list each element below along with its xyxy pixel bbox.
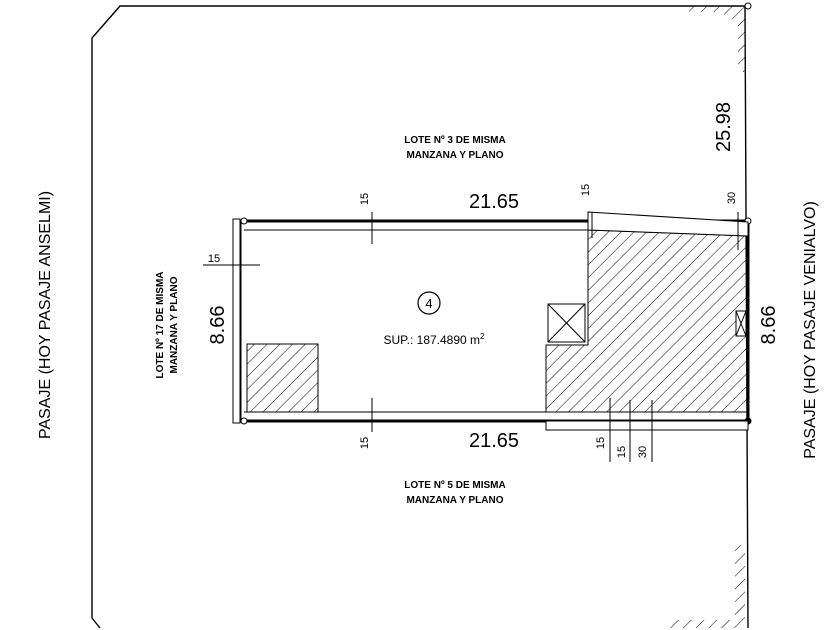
lot-number: 4 — [425, 296, 432, 311]
lot-number-circle — [417, 291, 441, 315]
neighbor-left-line2: MANZANA Y PLANO — [169, 276, 180, 373]
offset-top-right: 30 — [726, 192, 738, 204]
offset-top-left: 15 — [359, 193, 371, 205]
offset-left: 15 — [208, 253, 220, 265]
dim-left-width: 8.66 — [207, 306, 229, 345]
lot-left-band — [232, 218, 241, 424]
neighbor-left-line1: LOTE Nº 17 DE MISMA — [155, 272, 166, 379]
corner-hatch-bottom — [670, 545, 745, 628]
neighbor-top-line2: MANZANA Y PLANO — [406, 150, 503, 161]
dim-top-length: 21.65 — [469, 191, 519, 213]
neighbor-bottom-line2: MANZANA Y PLANO — [406, 495, 503, 506]
corner-marker — [744, 2, 752, 10]
street-left-label: PASAJE (HOY PASAJE ANSELMI) — [37, 191, 54, 439]
offset-top-mid: 15 — [580, 184, 592, 196]
lot-area-text: SUP.: 187.4890 m — [384, 333, 481, 347]
offset-bottom-left: 15 — [359, 437, 371, 449]
crossed-box-right — [735, 310, 747, 337]
built-area-left — [246, 343, 319, 413]
offset-bottom-a: 15 — [595, 437, 607, 449]
neighbor-bottom-line1: LOTE Nº 5 DE MISMA — [404, 480, 505, 491]
top-right-strip — [587, 211, 749, 237]
bottom-strip — [545, 420, 749, 431]
crossed-box-left — [547, 303, 586, 343]
offset-bottom-c: 30 — [637, 446, 649, 458]
dim-right-width: 8.66 — [758, 306, 780, 345]
neighbor-top-line1: LOTE Nº 3 DE MISMA — [404, 135, 505, 146]
street-right-label: PASAJE (HOY PASAJE VENIALVO) — [802, 201, 819, 459]
dim-bottom-length: 21.65 — [469, 430, 519, 452]
lot-area-exponent: 2 — [480, 332, 485, 341]
lot-area: SUP.: 187.4890 m2 — [384, 332, 486, 347]
corner-hatch-top — [680, 6, 745, 72]
offset-ticks — [203, 212, 739, 462]
dim-corner-distance: 25.98 — [713, 102, 735, 152]
block-outline — [91, 5, 749, 629]
offset-bottom-b: 15 — [616, 446, 628, 458]
